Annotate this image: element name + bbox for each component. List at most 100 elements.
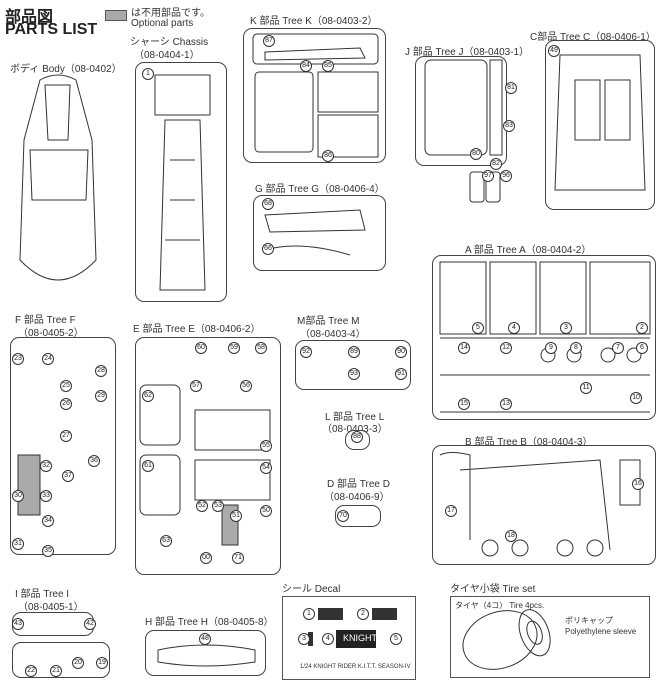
part-number-f-27: 27 <box>60 430 72 442</box>
tree-g-frame <box>253 195 386 271</box>
part-number-i-21: 21 <box>50 665 62 677</box>
optional-swatch <box>105 10 127 21</box>
part-number-a-9: 9 <box>545 342 557 354</box>
tree-c-heading: C部品 Tree C（08-0406-1） <box>530 32 656 43</box>
decal-heading: シール Decal <box>282 584 341 595</box>
part-number-chassis-1: 1 <box>142 68 154 80</box>
part-number-decal-5: 5 <box>390 633 402 645</box>
part-number-e-50: 50 <box>260 505 272 517</box>
legend-en: Optional parts <box>131 18 194 29</box>
part-number-j-80: 80 <box>470 148 482 160</box>
part-number-j-81: 81 <box>505 82 517 94</box>
tree-j-heading: J 部品 Tree J（08-0403-1） <box>405 47 530 58</box>
decal-4 <box>336 630 376 648</box>
tree-d-code: （08-0406-9） <box>324 492 390 503</box>
tree-e-heading: E 部品 Tree E（08-0406-2） <box>133 324 261 335</box>
title-jp: 部品図 <box>5 9 54 26</box>
part-number-d-70: 70 <box>337 510 349 522</box>
part-number-a-6: 6 <box>636 342 648 354</box>
part-number-f-26: 26 <box>60 398 72 410</box>
part-number-m-93: 93 <box>348 368 360 380</box>
part-number-b-17: 17 <box>445 505 457 517</box>
part-number-e-61: 61 <box>142 460 154 472</box>
tree-l-code: （08-0403-3） <box>322 420 388 435</box>
chassis-engine <box>154 74 211 116</box>
part-number-g-66: 66 <box>262 243 274 255</box>
part-number-k-84: 84 <box>300 60 312 72</box>
part-number-e-60: 60 <box>195 342 207 354</box>
tree-f-code: （08-0405-2） <box>18 328 84 339</box>
part-number-e-52: 52 <box>196 500 208 512</box>
tree-a-heading: A 部品 Tree A（08-0404-2） <box>465 245 592 256</box>
part-number-a-8: 8 <box>570 342 582 354</box>
decal-logo: KNIGHT <box>343 633 378 643</box>
tree-l-heading: L 部品 Tree L <box>325 412 385 423</box>
tree-k-frame <box>243 28 386 163</box>
part-number-a-12: 12 <box>500 342 512 354</box>
part-number-e-53: 53 <box>212 500 224 512</box>
part-number-f-37: 37 <box>62 470 74 482</box>
part-number-j-97: 97 <box>482 170 494 182</box>
title-en: PARTS LIST <box>5 21 98 38</box>
part-number-a-10: 10 <box>630 392 642 404</box>
part-number-i-43: 43 <box>12 618 24 630</box>
part-number-c-49: 49 <box>548 45 560 57</box>
part-number-f-30: 30 <box>12 490 24 502</box>
chassis-heading: シャーシ Chassis <box>130 37 209 48</box>
decal-1 <box>318 608 343 620</box>
part-number-f-36: 36 <box>88 455 100 467</box>
part-number-m-89: 89 <box>348 346 360 358</box>
part-number-j-83: 83 <box>503 120 515 132</box>
part-number-a-7: 7 <box>612 342 624 354</box>
part-number-i-19: 19 <box>96 657 108 669</box>
tree-e-frame <box>135 337 281 575</box>
decal-2 <box>372 608 397 620</box>
part-number-f-24: 24 <box>42 353 54 365</box>
tree-m-code: （08-0403-4） <box>300 329 366 340</box>
part-number-h-48: 48 <box>199 633 211 645</box>
tree-i-frame-top <box>12 612 94 636</box>
part-number-m-91: 91 <box>395 368 407 380</box>
part-number-a-5: 5 <box>472 322 484 334</box>
part-number-e-56: 56 <box>240 380 252 392</box>
part-number-i-22: 22 <box>25 665 37 677</box>
tree-m-heading: M部品 Tree M <box>297 316 360 327</box>
decal-3 <box>308 632 313 646</box>
tree-g-heading: G 部品 Tree G（08-0406-4） <box>255 184 385 195</box>
part-number-e-71: 71 <box>232 552 244 564</box>
part-number-a-4: 4 <box>508 322 520 334</box>
tire-heading: タイヤ小袋 Tire set <box>450 584 536 595</box>
part-number-decal-3: 3 <box>298 633 310 645</box>
legend-jp: は不用部品です。 <box>131 8 210 19</box>
part-number-k-85: 85 <box>322 60 334 72</box>
part-number-e-62: 62 <box>142 390 154 402</box>
part-number-f-35: 35 <box>42 545 54 557</box>
tree-h-heading: H 部品 Tree H（08-0405-8） <box>145 617 274 628</box>
body-outline <box>19 74 97 281</box>
part-number-decal-4: 4 <box>322 633 334 645</box>
part-number-b-18: 18 <box>505 530 517 542</box>
part-number-f-32: 32 <box>40 460 52 472</box>
tree-b-heading: B 部品 Tree B（08-0404-3） <box>465 437 593 448</box>
tree-i-heading: I 部品 Tree I <box>15 589 70 600</box>
tree-i-code: （08-0405-1） <box>18 602 84 613</box>
part-number-f-23: 23 <box>12 353 24 365</box>
optional-part-f <box>17 454 41 516</box>
part-number-e-54: 54 <box>260 462 272 474</box>
part-number-a-3: 3 <box>560 322 572 334</box>
part-number-f-31: 31 <box>12 538 24 550</box>
part-number-decal-1: 1 <box>303 608 315 620</box>
part-number-f-29: 29 <box>95 390 107 402</box>
part-number-e-57: 57 <box>190 380 202 392</box>
part-number-k-86: 86 <box>322 150 334 162</box>
chassis-code: （08-0404-1） <box>134 50 200 61</box>
sleeve-en: Polyethylene sleeve <box>565 627 637 636</box>
part-number-f-28: 28 <box>95 365 107 377</box>
part-number-e-51: 51 <box>230 510 242 522</box>
part-number-e-58: 58 <box>255 342 267 354</box>
tree-f-heading: F 部品 Tree F <box>15 315 76 326</box>
part-number-a-13: 13 <box>500 398 512 410</box>
tire-label: タイヤ（4コ） Tire 4pcs. <box>455 601 545 610</box>
sleeve-jp: ポリキャップ <box>565 616 613 625</box>
